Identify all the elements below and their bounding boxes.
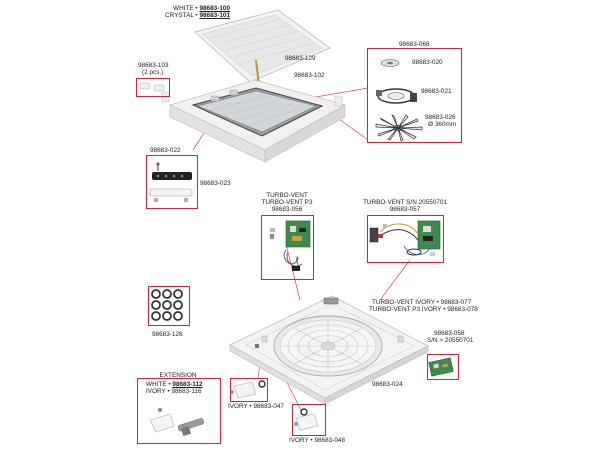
pcb-057 [369, 220, 441, 256]
frame-hinge-022 [146, 155, 198, 209]
label-p068: 98683-068 [399, 41, 430, 48]
pcb-056 [270, 220, 311, 271]
leader-fan-kit [309, 87, 369, 99]
label-p020: 98683-020 [412, 59, 443, 66]
clips-103 [139, 82, 165, 92]
label-p022: 98683-022 [150, 147, 181, 154]
label-ivory-116: IVORY • 98683-116 [146, 388, 202, 395]
leader-pcb-056 [285, 243, 301, 301]
extension-parts [149, 408, 204, 437]
label-tv1-line2: TURBO-VENT P3 [261, 199, 313, 206]
label-p024: 98683-024 [372, 381, 403, 388]
label-p129: 98683-129 [285, 55, 316, 62]
o-rings-126 [151, 289, 183, 321]
label-extension-title: EXTENSION [159, 372, 197, 379]
part-047 [230, 380, 266, 399]
label-p102: 98683-102 [294, 72, 325, 79]
frame-o-rings-126 [148, 286, 190, 326]
label-p103: 98683-103 [138, 62, 169, 69]
turbo-vent-illustration [229, 295, 429, 405]
frame-pcb-057 [367, 215, 444, 263]
label-p058: 98683-058 [434, 330, 465, 337]
label-p021: 98683-021 [421, 88, 452, 95]
label-p3ivory-078: TURBO-VENT P3 IVORY • 98683-078 [369, 306, 478, 313]
part-048 [294, 408, 319, 431]
frame-fan-kit-068 [367, 48, 462, 143]
label-p023: 98683-023 [200, 180, 231, 187]
roof-vent-open-illustration [161, 9, 347, 163]
label-white-112: WHITE • 98683-112 [146, 381, 203, 388]
leader-pcb-057 [379, 259, 411, 301]
label-p026: 98683-026 [425, 114, 456, 121]
hinge-bar-022 [149, 162, 193, 203]
label-tv2-line1: TURBO-VENT S/N 20550701 [362, 199, 448, 206]
label-tv1-code: 98683-056 [271, 206, 303, 213]
fan-kit-parts [375, 59, 423, 142]
label-crystal-101: CRYSTAL • 98683-101 [165, 12, 230, 19]
frame-extension [137, 378, 221, 444]
label-p103-qty: (2 pcs.) [142, 69, 164, 76]
label-p058-sn: S/N > 20550701 [427, 337, 474, 344]
label-p026-dia: Ø 360mm [428, 121, 457, 128]
frame-pcb-058 [427, 354, 459, 380]
label-tv1-line1: TURBO-VENT [266, 192, 308, 199]
frame-part-048 [292, 404, 326, 436]
pcb-058 [428, 357, 454, 377]
label-tv2-code: 98683-057 [389, 206, 421, 213]
label-ivory-077: TURBO-VENT IVORY • 98683-077 [372, 299, 472, 306]
frame-part-047 [230, 378, 268, 402]
frame-clips-103 [136, 78, 170, 97]
label-white-100: WHITE • 98683-100 [173, 5, 230, 12]
label-ivory-048: IVORY • 98683-048 [289, 437, 346, 444]
label-p126: 98683-126 [152, 331, 183, 338]
frame-pcb-056 [261, 215, 314, 280]
label-ivory-047: IVORY • 98683-047 [228, 403, 285, 410]
